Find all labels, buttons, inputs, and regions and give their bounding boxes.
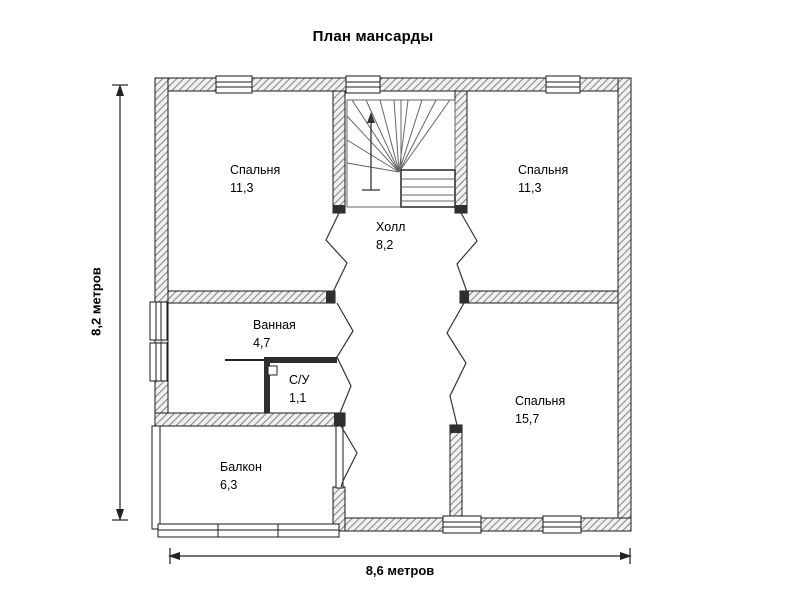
- room-area: 15,7: [515, 412, 540, 427]
- openings: [325, 212, 478, 488]
- room-area: 11,3: [230, 181, 254, 196]
- room-name: Холл: [376, 220, 406, 234]
- interior-walls: [167, 90, 619, 532]
- room-area: 8,2: [376, 238, 394, 253]
- room-label-bedroom-top-left: Спальня 11,3: [230, 161, 280, 197]
- room-name: Спальня: [518, 163, 569, 177]
- room-label-bathroom: Ванная 4,7: [253, 316, 296, 352]
- room-name: Балкон: [220, 460, 262, 474]
- room-name: Спальня: [230, 163, 281, 177]
- stairs: [346, 99, 456, 208]
- room-label-bedroom-top-right: Спальня 11,3: [518, 161, 568, 197]
- room-name: С/У: [289, 373, 310, 387]
- room-area: 4,7: [253, 336, 271, 351]
- height-dimension-label: 8,2 метров: [88, 267, 104, 336]
- width-dimension-label: 8,6 метров: [365, 563, 435, 578]
- room-label-balcony: Балкон 6,3: [220, 458, 262, 494]
- room-area: 1,1: [289, 391, 307, 406]
- room-label-bedroom-bottom-right: Спальня 15,7: [515, 392, 565, 428]
- room-area: 11,3: [518, 181, 542, 196]
- windows: [149, 75, 582, 534]
- balcony-walls: [151, 425, 344, 538]
- room-name: Ванная: [253, 318, 296, 332]
- dimension-lines: [112, 84, 632, 564]
- page-title: План мансарды: [312, 28, 434, 45]
- wc-walls: [225, 357, 337, 413]
- wall-caps: [326, 205, 469, 433]
- room-label-hall: Холл 8,2: [376, 218, 405, 254]
- room-label-wc: С/У 1,1: [289, 371, 309, 407]
- room-area: 6,3: [220, 478, 238, 493]
- room-name: Спальня: [515, 394, 566, 408]
